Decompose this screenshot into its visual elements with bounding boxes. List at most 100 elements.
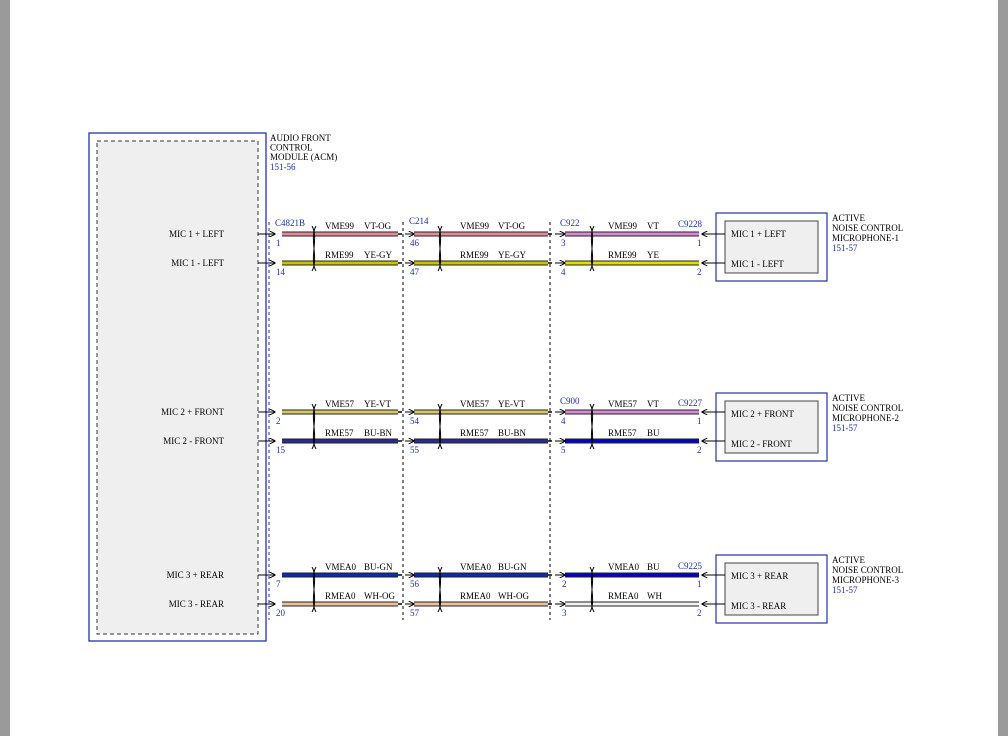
circuit-name: RME99 [325,250,354,260]
connector-id-c9227: C9227 [678,398,703,408]
mic-title-line: MICROPHONE-3 [832,575,900,585]
mic-pin-number: 2 [697,608,702,618]
acm-pin-label: MIC 1 + LEFT [169,229,224,239]
mic-pin-number: 2 [697,267,702,277]
wire-color-code: WH [647,591,662,601]
mic-module-body [724,400,819,454]
circuit-name: RME99 [460,250,489,260]
circuit-name: VME57 [325,399,354,409]
circuit-name: VMEA0 [608,562,639,572]
mic-title-line: NOISE CONTROL [832,403,903,413]
mic-ref: 151-57 [832,243,858,253]
wire-color-code: VT-OG [364,221,392,231]
wire-color-code: BU-GN [364,562,393,572]
mic-module-body [724,220,819,274]
twisted-pair-symbol [589,403,595,450]
circuit-name: RME57 [460,428,489,438]
circuit-name: VME57 [608,399,637,409]
mic-pin-number: 1 [697,416,702,426]
acm-pin-number: 15 [276,445,286,455]
mic-title-line: NOISE CONTROL [832,223,903,233]
acm-pin-number: 14 [276,267,286,277]
c214-pin-number: 56 [410,579,420,589]
acm-pin-number: 1 [276,238,281,248]
connector-id-c900: C900 [560,396,580,406]
twisted-pair-symbol [437,225,443,272]
acm-pin-number: 2 [276,416,281,426]
inline2-pin-number: 3 [561,238,566,248]
wire-color-code: VT-OG [498,221,526,231]
acm-title-line: MODULE (ACM) [270,152,337,162]
mic-pin-label: MIC 2 - FRONT [731,439,792,449]
wire-color-code: BU [647,428,660,438]
mic-title-line: MICROPHONE-1 [832,233,899,243]
wire-color-code: BU-BN [364,428,393,438]
wire-color-code: BU [647,562,660,572]
mic-title-line: ACTIVE [832,555,865,565]
twisted-pair-symbol [437,566,443,613]
mic-ref: 151-57 [832,585,858,595]
wire-color-code: BU-GN [498,562,527,572]
circuit-name: RMEA0 [608,591,639,601]
c214-pin-number: 57 [410,608,420,618]
wire-color-code: YE-VT [364,399,391,409]
wire-color-code: WH-OG [498,591,529,601]
acm-pin-label: MIC 3 - REAR [169,599,224,609]
circuit-name: RMEA0 [325,591,356,601]
twisted-pair-symbol [311,566,317,613]
circuit-name: VME99 [325,221,354,231]
mic-pin-label: MIC 1 - LEFT [731,259,784,269]
circuit-name: RME57 [608,428,637,438]
acm-pin-label: MIC 2 - FRONT [163,436,224,446]
twisted-pair-symbol [589,225,595,272]
wire-color-code: BU-BN [498,428,527,438]
acm-pin-number: 7 [276,579,281,589]
inline2-pin-number: 2 [562,579,567,589]
twisted-pair-symbol [311,403,317,450]
wire-color-code: YE-GY [364,250,392,260]
connector-id-c214: C214 [409,216,429,226]
acm-pin-label: MIC 2 + FRONT [161,407,224,417]
connector-id-c9225: C9225 [678,561,703,571]
mic-pin-label: MIC 3 - REAR [731,601,786,611]
wire-color-code: YE [647,250,659,260]
mic-pin-number: 1 [697,579,702,589]
acm-ref: 151-56 [270,162,296,172]
connector-id-c4821b: C4821B [275,218,305,228]
mic-pin-label: MIC 3 + REAR [731,571,788,581]
mic-pin-number: 1 [697,238,702,248]
inline2-pin-number: 4 [561,267,566,277]
wire-color-code: VT [647,221,659,231]
inline2-pin-number: 5 [561,445,566,455]
acm-pin-label: MIC 1 - LEFT [171,258,224,268]
twisted-pair-symbol [311,225,317,272]
mic-title-line: ACTIVE [832,213,865,223]
wire-color-code: WH-OG [364,591,395,601]
circuit-name: VME99 [608,221,637,231]
c214-pin-number: 54 [410,416,420,426]
inline2-pin-number: 3 [562,608,567,618]
mic-ref: 151-57 [832,423,858,433]
twisted-pair-symbol [589,566,595,613]
wire-color-code: VT [647,399,659,409]
circuit-name: VMEA0 [325,562,356,572]
connector-id-c922: C922 [560,218,580,228]
inline2-pin-number: 4 [561,416,566,426]
circuit-name: VME57 [460,399,489,409]
circuit-name: VME99 [460,221,489,231]
acm-title-line: CONTROL [270,143,313,153]
twisted-pair-symbol [437,403,443,450]
circuit-name: RMEA0 [460,591,491,601]
mic-title-line: NOISE CONTROL [832,565,903,575]
acm-title-line: AUDIO FRONT [270,133,331,143]
c214-pin-number: 46 [410,238,420,248]
mic-pin-label: MIC 2 + FRONT [731,409,794,419]
mic-pin-number: 2 [697,445,702,455]
circuit-name: VMEA0 [460,562,491,572]
c214-pin-number: 55 [410,445,420,455]
acm-pin-number: 20 [276,608,286,618]
acm-module-body [96,140,259,635]
connector-id-c9228: C9228 [678,219,703,229]
